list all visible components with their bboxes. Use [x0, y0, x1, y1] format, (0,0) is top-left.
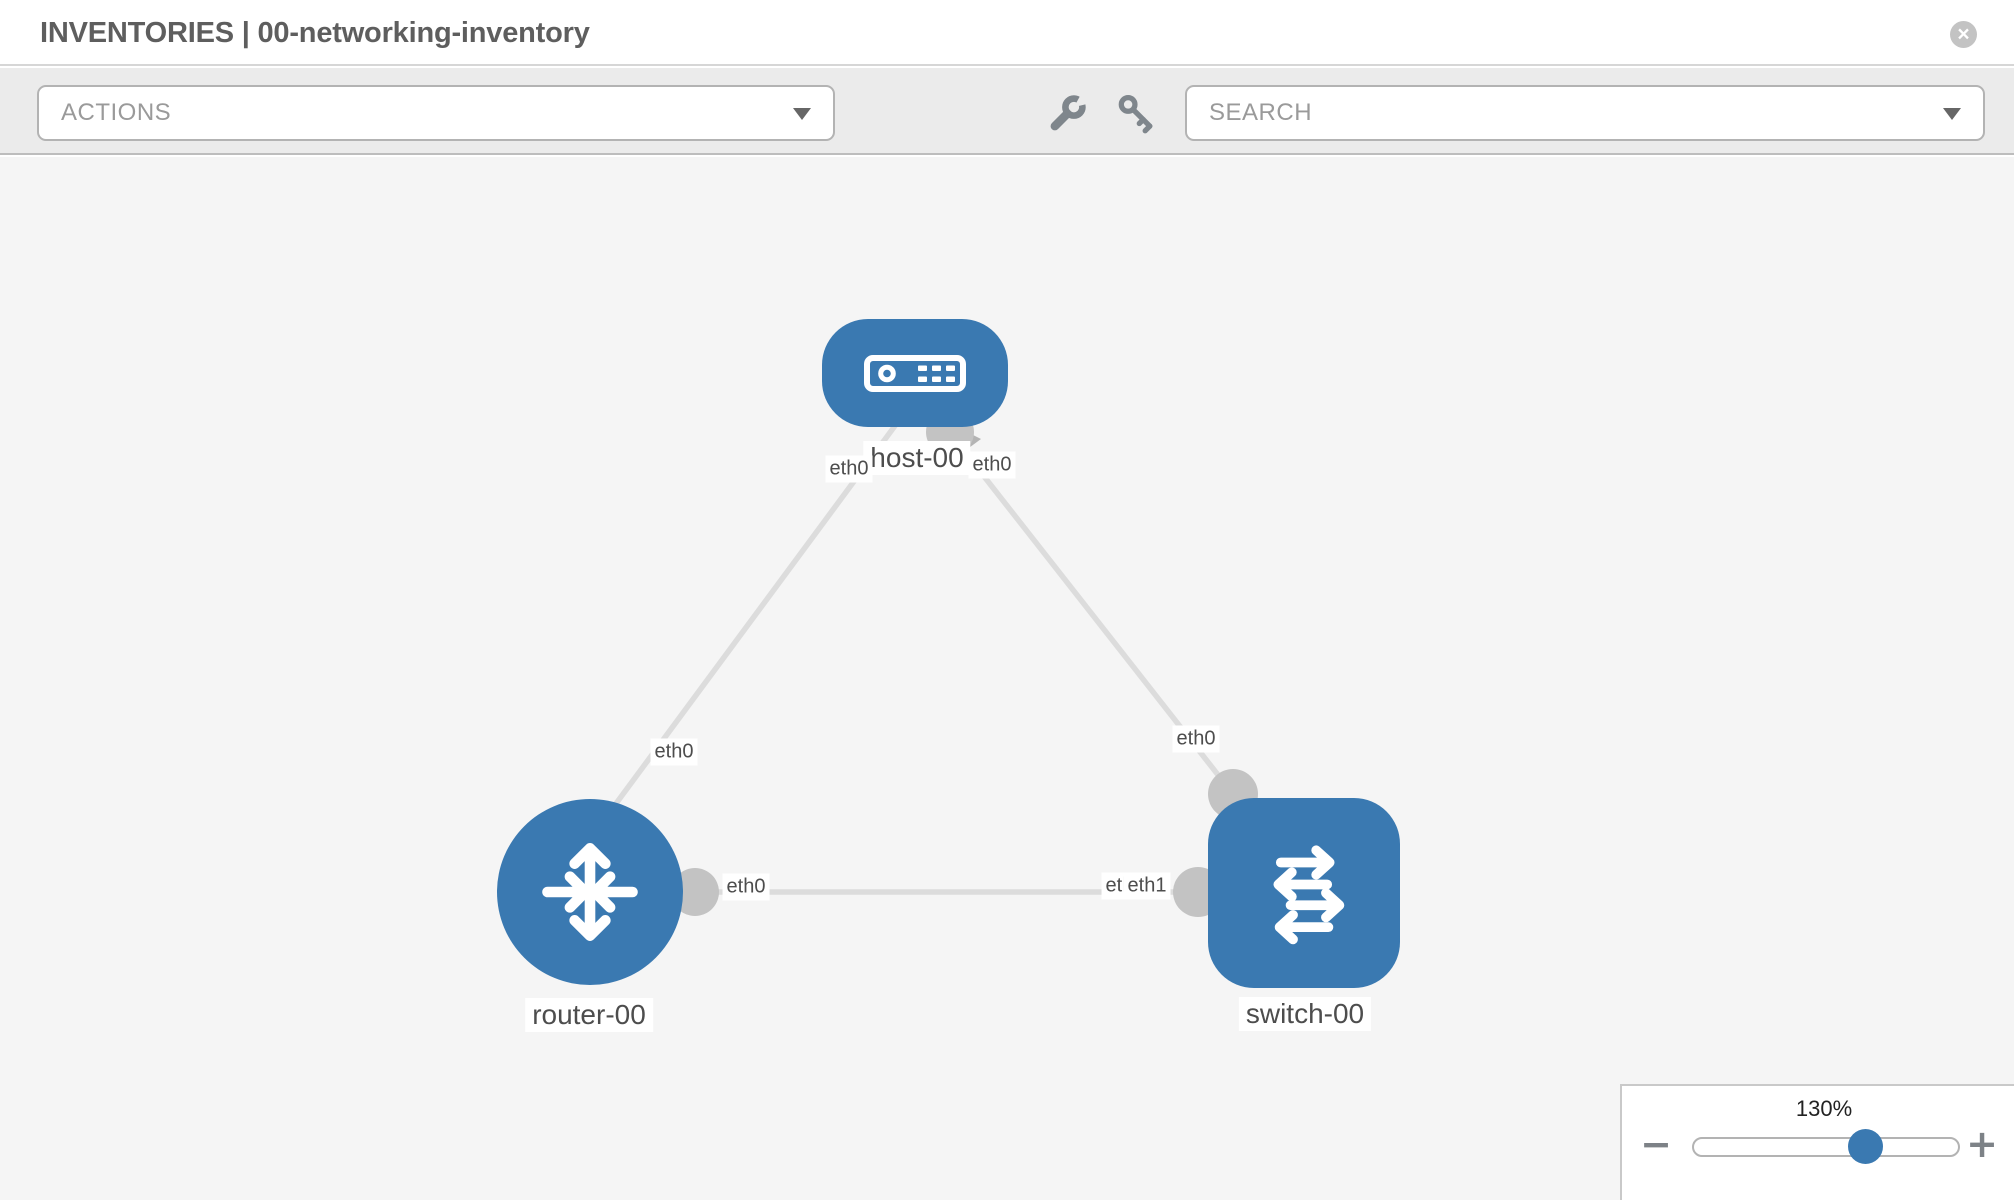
modal-header: INVENTORIES | 00-networking-inventory ×	[0, 0, 2014, 66]
interface-label: eth0	[968, 451, 1016, 479]
zoom-out-button[interactable]: −	[1634, 1122, 1678, 1166]
page-title: INVENTORIES | 00-networking-inventory	[40, 17, 590, 49]
search-dropdown[interactable]: SEARCH	[1185, 85, 1985, 141]
zoom-slider-knob[interactable]	[1848, 1129, 1883, 1164]
server-icon	[864, 355, 966, 392]
close-icon: ×	[1957, 23, 1970, 46]
interface-label: eth0	[825, 455, 873, 483]
toolbar: ACTIONS SEARCH	[0, 68, 2014, 155]
zoom-level: 130%	[1795, 1096, 1853, 1121]
close-button[interactable]: ×	[1950, 21, 1977, 48]
wrench-icon	[1050, 92, 1089, 131]
topology-canvas[interactable]: host-00 router-00 switch-00 eth0 eth0 et…	[0, 157, 2014, 1200]
zoom-slider[interactable]	[1692, 1137, 1960, 1157]
actions-dropdown[interactable]: ACTIONS	[37, 85, 835, 141]
interface-label: eth0	[722, 873, 770, 901]
node-router-00[interactable]	[497, 799, 683, 985]
node-switch-00[interactable]	[1208, 798, 1400, 988]
zoom-out-icon: −	[1640, 1122, 1672, 1166]
interface-label: eth1	[1123, 872, 1171, 900]
zoom-control-panel: 130% − +	[1620, 1084, 2014, 1200]
node-host-00[interactable]	[822, 319, 1008, 427]
node-label-switch-00: switch-00	[1238, 997, 1372, 1031]
zoom-in-button[interactable]: +	[1960, 1122, 2004, 1166]
zoom-in-icon: +	[1966, 1122, 1998, 1166]
search-dropdown-label: SEARCH	[1209, 99, 1313, 126]
tools-button[interactable]	[1045, 90, 1091, 136]
actions-dropdown-label: ACTIONS	[61, 99, 172, 126]
router-arrows-icon	[542, 843, 638, 941]
switch-arrows-icon	[1273, 845, 1345, 945]
key-button[interactable]	[1113, 90, 1159, 136]
topology-links	[609, 417, 1240, 895]
interface-label: eth0	[1172, 725, 1220, 753]
node-label-router-00: router-00	[525, 998, 653, 1032]
chevron-down-icon	[793, 108, 811, 120]
key-icon	[1118, 95, 1153, 134]
chevron-down-icon	[1943, 108, 1961, 120]
node-label-host-00: host-00	[863, 441, 971, 475]
interface-label: eth0	[650, 738, 698, 766]
